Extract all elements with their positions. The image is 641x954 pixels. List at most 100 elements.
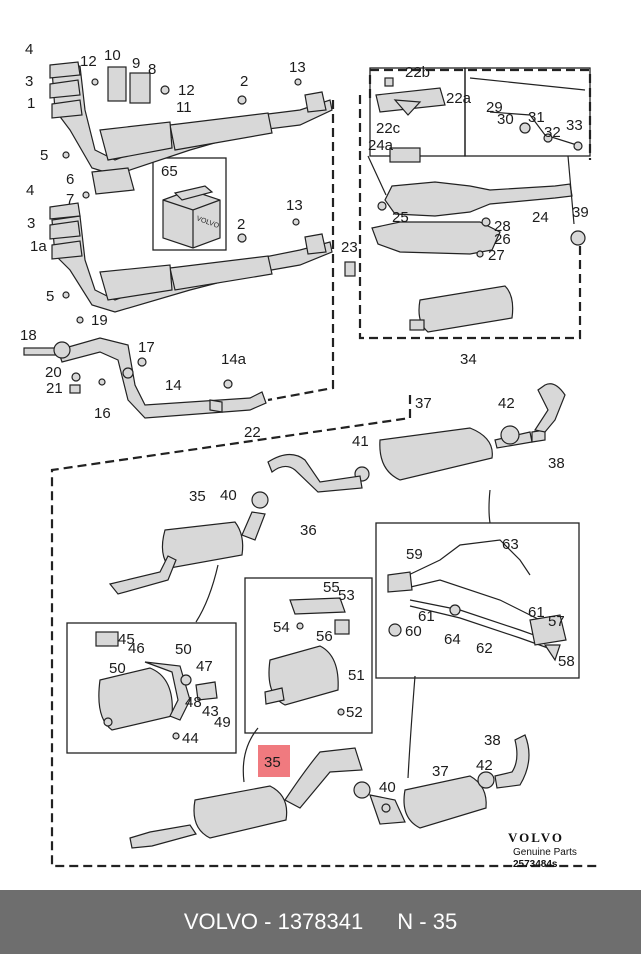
label-38: 38 xyxy=(548,455,565,472)
label-2: 2 xyxy=(240,73,248,90)
label-3: 3 xyxy=(25,73,33,90)
footer-dash-1: - xyxy=(264,909,272,934)
label-46: 46 xyxy=(128,640,145,657)
label-62: 62 xyxy=(476,640,493,657)
label-37: 37 xyxy=(415,395,432,412)
label-59: 59 xyxy=(406,546,423,563)
highlight-35-box xyxy=(258,745,290,777)
sensor-29-33 xyxy=(469,77,586,151)
label-22b: 22b xyxy=(405,64,430,81)
label-1: 1 xyxy=(27,95,35,112)
muffler-34 xyxy=(409,285,514,333)
label-2b: 2 xyxy=(237,216,245,233)
label-5b: 5 xyxy=(46,288,54,305)
hangers-59-64 xyxy=(387,539,567,662)
label-44: 44 xyxy=(182,730,199,747)
label-16: 16 xyxy=(94,405,111,422)
label-35: 35 xyxy=(189,488,206,505)
label-14: 14 xyxy=(165,377,182,394)
volvo-logo: VOLVO xyxy=(508,830,564,845)
label-19: 19 xyxy=(91,312,108,329)
label-61b: 61 xyxy=(528,604,545,621)
label-25: 25 xyxy=(392,209,409,226)
catalyst-24 xyxy=(371,147,586,258)
label-61: 61 xyxy=(418,608,435,625)
label-64: 64 xyxy=(444,631,461,648)
label-45: 45 xyxy=(118,631,135,648)
footer-brand: VOLVO xyxy=(183,909,258,934)
label-65: 65 xyxy=(161,163,178,180)
label-8: 8 xyxy=(148,61,156,78)
label-32: 32 xyxy=(544,124,561,141)
label-12b: 12 xyxy=(178,82,195,99)
label-34: 34 xyxy=(460,351,477,368)
mount-43-50 xyxy=(95,631,218,740)
label-35-highlighted: 35 xyxy=(264,754,281,771)
label-36: 36 xyxy=(300,522,317,539)
label-55: 55 xyxy=(323,579,340,596)
pipe-14 xyxy=(23,316,267,419)
label-23: 23 xyxy=(341,239,358,256)
label-24a: 24a xyxy=(368,137,394,154)
kit-box-65: VOLVO xyxy=(162,185,221,249)
label-18: 18 xyxy=(20,327,37,344)
label-20: 20 xyxy=(45,364,62,381)
label-57: 57 xyxy=(548,613,565,630)
label-9: 9 xyxy=(132,55,140,72)
label-13b: 13 xyxy=(286,197,303,214)
label-28: 28 xyxy=(494,218,511,235)
label-12: 12 xyxy=(80,53,97,70)
footer-position: N xyxy=(397,909,414,934)
label-22c: 22c xyxy=(376,120,401,137)
label-10: 10 xyxy=(104,47,121,64)
label-22a: 22a xyxy=(446,90,472,107)
exhaust-parts-diagram: VOLVO xyxy=(20,41,600,870)
label-49: 49 xyxy=(214,714,231,731)
box-29-33 xyxy=(464,67,591,157)
box-51-56 xyxy=(244,577,373,734)
label-38b: 38 xyxy=(484,732,501,749)
callout-labels: 4 12 10 9 8 12 11 3 1 5 2 13 65 6 4 7 3 … xyxy=(20,41,589,796)
label-4b: 4 xyxy=(26,182,34,199)
box-43-50 xyxy=(66,622,237,754)
label-63: 63 xyxy=(502,536,519,553)
label-39: 39 xyxy=(572,204,589,221)
label-6: 6 xyxy=(66,171,74,188)
drawing-number: 2573484s xyxy=(513,859,558,870)
label-50: 50 xyxy=(109,660,126,677)
label-41: 41 xyxy=(352,433,369,450)
label-58: 58 xyxy=(558,653,575,670)
bottom-assembly xyxy=(129,734,530,849)
genuine-parts-text: Genuine Parts xyxy=(513,847,577,858)
label-26: 26 xyxy=(494,231,511,248)
label-50b: 50 xyxy=(175,641,192,658)
label-24: 24 xyxy=(532,209,549,226)
diagram-canvas: VOLVO xyxy=(20,41,600,870)
label-22: 22 xyxy=(244,424,261,441)
label-30: 30 xyxy=(497,111,514,128)
label-47: 47 xyxy=(196,658,213,675)
label-51: 51 xyxy=(348,667,365,684)
label-43: 43 xyxy=(202,703,219,720)
label-4: 4 xyxy=(25,41,33,58)
mount-51-56 xyxy=(264,597,350,716)
label-17: 17 xyxy=(138,339,155,356)
label-3b: 3 xyxy=(27,215,35,232)
footer-part-number: 1378341 xyxy=(277,909,364,934)
brand-block: VOLVO Genuine Parts 2573484s xyxy=(508,830,577,870)
bracket-22 xyxy=(375,77,446,116)
label-29: 29 xyxy=(486,99,503,116)
front-pipe-lower xyxy=(49,167,356,313)
box-59-64 xyxy=(375,522,580,679)
connector-arrows xyxy=(195,155,575,783)
label-52: 52 xyxy=(346,704,363,721)
label-42b: 42 xyxy=(476,757,493,774)
footer-bar: VOLVO - 1378341 N - 35 xyxy=(0,890,641,954)
label-60: 60 xyxy=(405,623,422,640)
label-42: 42 xyxy=(498,395,515,412)
label-1a: 1a xyxy=(30,238,47,255)
box-65 xyxy=(152,157,227,251)
label-40b: 40 xyxy=(379,779,396,796)
label-27: 27 xyxy=(488,247,505,264)
front-pipe-upper xyxy=(49,61,333,176)
